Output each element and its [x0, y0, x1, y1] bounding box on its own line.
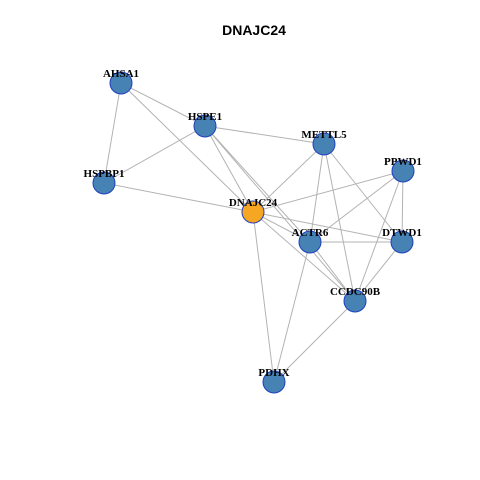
edge-mettl5-dtwd1: [323, 143, 403, 243]
edge-hspe1-hspbp1: [103, 125, 206, 184]
node-ahsa1[interactable]: [109, 71, 133, 95]
node-label-actr6: ACTR6: [292, 227, 329, 239]
edge-ppwd1-ccdc90b: [354, 170, 404, 302]
node-dnajc24[interactable]: [241, 200, 265, 224]
node-ccdc90b[interactable]: [343, 289, 367, 313]
node-actr6[interactable]: [298, 230, 322, 254]
edge-hspe1-ccdc90b: [204, 125, 356, 302]
edge-mettl5-dnajc24: [252, 143, 325, 213]
node-label-dtwd1: DTWD1: [382, 227, 422, 239]
node-mettl5[interactable]: [312, 132, 336, 156]
node-label-ahsa1: AHSA1: [103, 68, 139, 80]
edge-actr6-ccdc90b: [309, 241, 356, 302]
edge-dnajc24-pdhx: [252, 211, 275, 383]
node-label-ppwd1: PPWD1: [384, 156, 422, 168]
edge-dnajc24-dtwd1: [252, 211, 403, 243]
edge-dnajc24-ccdc90b: [252, 211, 356, 302]
edge-actr6-pdhx: [273, 241, 311, 383]
node-pdhx[interactable]: [262, 370, 286, 394]
edge-ppwd1-dtwd1: [401, 170, 404, 243]
node-label-pdhx: PDHX: [258, 367, 289, 379]
node-label-hspbp1: HSPBP1: [84, 168, 125, 180]
edge-dtwd1-ccdc90b: [354, 241, 403, 302]
node-label-ccdc90b: CCDC90B: [330, 286, 381, 298]
node-label-dnajc24: DNAJC24: [229, 197, 278, 209]
edge-hspe1-mettl5: [204, 125, 325, 145]
edge-mettl5-actr6: [309, 143, 325, 243]
edge-ahsa1-hspbp1: [103, 82, 122, 184]
edge-hspbp1-dnajc24: [103, 182, 254, 213]
edge-hspe1-dnajc24: [204, 125, 254, 213]
edges-layer: [103, 82, 404, 383]
node-hspe1[interactable]: [193, 114, 217, 138]
edge-ppwd1-dnajc24: [252, 170, 404, 213]
node-dtwd1[interactable]: [390, 230, 414, 254]
edge-hspe1-actr6: [204, 125, 311, 243]
edge-ppwd1-actr6: [309, 170, 404, 243]
node-label-mettl5: METTL5: [301, 129, 347, 141]
edge-mettl5-ccdc90b: [323, 143, 356, 302]
edge-ahsa1-dnajc24: [120, 82, 254, 213]
node-ppwd1[interactable]: [391, 159, 415, 183]
node-hspbp1[interactable]: [92, 171, 116, 195]
nodes-layer: [92, 71, 415, 394]
node-label-hspe1: HSPE1: [188, 111, 222, 123]
edge-ccdc90b-pdhx: [273, 300, 356, 383]
graph-title: DNAJC24: [222, 22, 286, 38]
edge-ahsa1-hspe1: [120, 82, 206, 127]
